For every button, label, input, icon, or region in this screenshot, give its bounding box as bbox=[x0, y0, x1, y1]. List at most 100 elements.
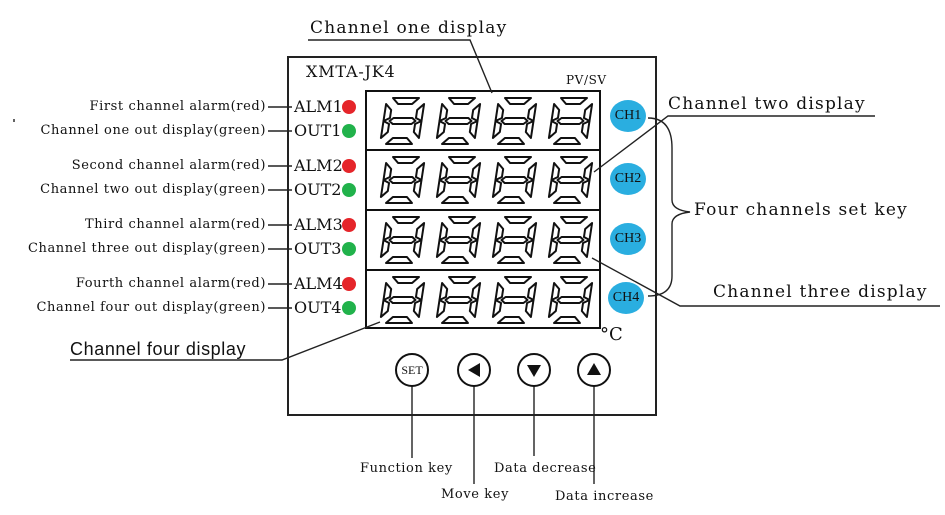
segment-e bbox=[379, 179, 391, 198]
segment-e bbox=[379, 120, 391, 139]
label-function-key: Function key bbox=[360, 461, 453, 476]
segment-d bbox=[441, 256, 469, 264]
desc-alm2: Second channel alarm(red) bbox=[71, 158, 266, 173]
segment-f bbox=[382, 222, 393, 241]
tag-out1: OUT1 bbox=[294, 121, 342, 140]
segment-b bbox=[414, 103, 426, 122]
segment-d bbox=[497, 316, 525, 324]
desc-alm1: First channel alarm(red) bbox=[89, 99, 266, 114]
segment-e bbox=[491, 299, 503, 318]
segment-d bbox=[553, 196, 581, 204]
label-data-decrease: Data decrease bbox=[494, 461, 597, 476]
segment-d bbox=[385, 137, 413, 145]
ch3-key[interactable]: CH3 bbox=[610, 223, 646, 255]
segment-f bbox=[494, 162, 505, 181]
segment-f bbox=[438, 162, 449, 181]
model-label: XMTA-JK4 bbox=[306, 62, 396, 81]
segment-b bbox=[582, 103, 594, 122]
segment-f bbox=[382, 103, 393, 122]
digit-r1-c2 bbox=[435, 97, 482, 145]
segment-e bbox=[491, 239, 503, 258]
segment-f bbox=[494, 222, 505, 241]
digit-r2-c3 bbox=[491, 156, 538, 204]
digit-r1-c4 bbox=[547, 97, 594, 145]
segment-a bbox=[504, 156, 532, 164]
segment-c bbox=[412, 299, 423, 318]
segment-a bbox=[560, 97, 588, 105]
desc-alm4: Fourth channel alarm(red) bbox=[75, 276, 266, 291]
segment-e bbox=[547, 239, 559, 258]
segment-b bbox=[470, 222, 482, 241]
tag-out2: OUT2 bbox=[294, 180, 342, 199]
tag-alm3: ALM3 bbox=[294, 215, 343, 234]
segment-g bbox=[444, 117, 473, 125]
segment-f bbox=[550, 222, 561, 241]
segment-d bbox=[553, 316, 581, 324]
segment-g bbox=[388, 176, 417, 184]
segment-a bbox=[560, 156, 588, 164]
segment-c bbox=[524, 120, 535, 139]
callout-set-keys: Four channels set key bbox=[694, 200, 908, 220]
desc-out4: Channel four out display(green) bbox=[36, 300, 266, 315]
display-box-4 bbox=[365, 269, 601, 329]
segment-a bbox=[448, 276, 476, 284]
set-key[interactable]: SET bbox=[395, 353, 429, 387]
digit-r1-c1 bbox=[379, 97, 426, 145]
triangle-left-icon bbox=[468, 363, 480, 377]
increase-key[interactable] bbox=[577, 353, 611, 387]
segment-d bbox=[441, 196, 469, 204]
segment-a bbox=[560, 276, 588, 284]
decrease-key[interactable] bbox=[517, 353, 551, 387]
segment-e bbox=[435, 179, 447, 198]
display-box-3 bbox=[365, 209, 601, 271]
label-data-increase: Data increase bbox=[555, 489, 654, 504]
segment-g bbox=[556, 296, 585, 304]
segment-c bbox=[412, 120, 423, 139]
segment-c bbox=[468, 239, 479, 258]
segment-g bbox=[500, 296, 529, 304]
segment-b bbox=[526, 222, 538, 241]
segment-c bbox=[412, 179, 423, 198]
segment-e bbox=[435, 120, 447, 139]
callout-channel-three: Channel three display bbox=[713, 282, 928, 302]
digit-r4-c1 bbox=[379, 276, 426, 324]
segment-a bbox=[392, 216, 420, 224]
segment-b bbox=[582, 282, 594, 301]
segment-d bbox=[441, 137, 469, 145]
segment-b bbox=[470, 162, 482, 181]
ch4-key[interactable]: CH4 bbox=[608, 282, 644, 314]
tag-alm2: ALM2 bbox=[294, 156, 343, 175]
display-box-1 bbox=[365, 90, 601, 151]
move-key[interactable] bbox=[457, 353, 491, 387]
segment-a bbox=[560, 216, 588, 224]
indicator-alm2: ALM2 bbox=[294, 156, 343, 175]
triangle-down-icon bbox=[527, 365, 541, 377]
ch2-key[interactable]: CH2 bbox=[610, 163, 646, 195]
segment-d bbox=[385, 256, 413, 264]
callout-channel-four: Channel four display bbox=[70, 339, 247, 359]
ch1-key[interactable]: CH1 bbox=[610, 100, 646, 132]
seven-segment-digits bbox=[379, 97, 594, 324]
segment-b bbox=[526, 282, 538, 301]
segment-b bbox=[470, 103, 482, 122]
segment-b bbox=[582, 222, 594, 241]
unit-label: °C bbox=[600, 324, 623, 345]
segment-f bbox=[550, 162, 561, 181]
digit-r2-c4 bbox=[547, 156, 594, 204]
segment-b bbox=[470, 282, 482, 301]
segment-d bbox=[441, 316, 469, 324]
segment-c bbox=[524, 299, 535, 318]
desc-alm3: Third channel alarm(red) bbox=[85, 217, 266, 232]
segment-g bbox=[556, 176, 585, 184]
segment-e bbox=[435, 239, 447, 258]
segment-f bbox=[494, 103, 505, 122]
desc-out2: Channel two out display(green) bbox=[40, 182, 266, 197]
segment-a bbox=[448, 97, 476, 105]
digit-r3-c1 bbox=[379, 216, 426, 264]
indicator-alm4: ALM4 bbox=[294, 274, 343, 293]
segment-d bbox=[497, 196, 525, 204]
digit-r2-c1 bbox=[379, 156, 426, 204]
segment-f bbox=[438, 282, 449, 301]
segment-g bbox=[500, 117, 529, 125]
